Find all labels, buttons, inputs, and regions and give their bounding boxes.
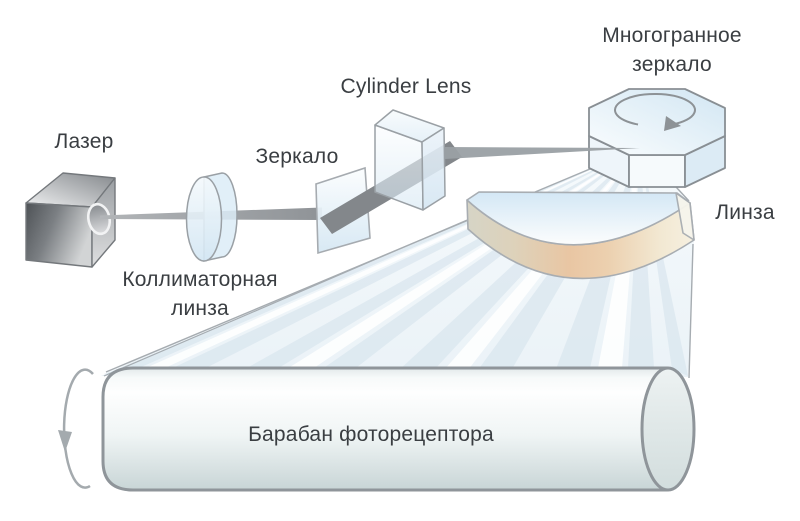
polygon-facet-center: [628, 154, 686, 188]
laser-box-front: [25, 202, 93, 268]
label-collimator-lens: Коллиматорная линза: [122, 268, 278, 320]
polygon-rotation-arrow-icon: [614, 93, 696, 131]
label-cylinder-lens: Cylinder Lens: [340, 75, 472, 98]
laser-box: [25, 172, 116, 268]
drum-end-cap: [640, 366, 696, 492]
label-drum: Барабан фоторецептора: [248, 423, 494, 446]
drum-body: [101, 366, 668, 492]
label-mirror: Зеркало: [255, 145, 339, 168]
polygon-top-face: [588, 88, 726, 156]
label-scan-lens: Линза: [715, 201, 775, 224]
label-polygon-mirror: Многогранное зеркало: [602, 24, 742, 76]
cylinder-lens-right: [421, 127, 446, 211]
collimator-lens-shape: [185, 172, 238, 262]
beam-to-polygon: [445, 147, 640, 159]
photoreceptor-drum: [101, 366, 696, 492]
drum-rotation-arrow-icon: [58, 368, 94, 489]
scan-lens-end-face: [675, 192, 695, 241]
polygon-mirror-shape: [588, 88, 726, 188]
scan-lens-shape: [466, 191, 695, 280]
label-laser: Лазер: [54, 130, 114, 153]
cylinder-lens-shape: [374, 109, 446, 211]
